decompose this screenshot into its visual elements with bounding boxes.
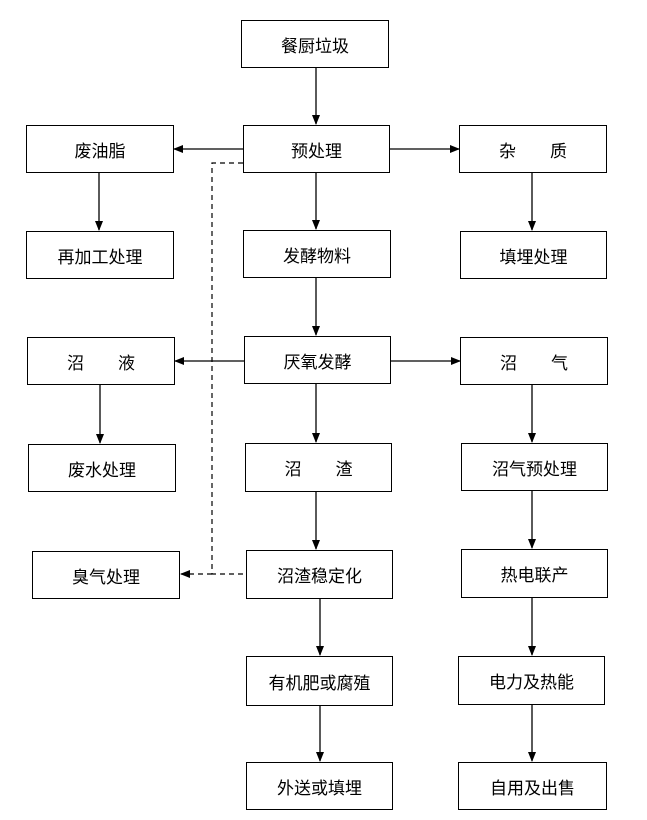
node-digestate: 沼 渣 xyxy=(245,443,392,492)
node-anaerobic-digestion: 厌氧发酵 xyxy=(244,336,391,384)
node-self-use-sale: 自用及出售 xyxy=(458,762,607,810)
node-impurities: 杂 质 xyxy=(459,125,607,173)
node-fertilizer-humus: 有机肥或腐殖 xyxy=(246,656,393,706)
node-landfill-treatment: 填埋处理 xyxy=(460,231,607,279)
node-biogas: 沼 气 xyxy=(460,337,608,385)
node-fermentation-material: 发酵物料 xyxy=(243,230,391,278)
node-chp: 热电联产 xyxy=(461,549,608,598)
node-biogas-pretreatment: 沼气预处理 xyxy=(461,443,608,491)
node-reprocessing: 再加工处理 xyxy=(26,231,174,279)
node-kitchen-waste: 餐厨垃圾 xyxy=(241,20,389,68)
node-export-landfill: 外送或填埋 xyxy=(246,762,393,810)
node-odor-treatment: 臭气处理 xyxy=(32,551,180,599)
node-wastewater-treatment: 废水处理 xyxy=(28,444,176,492)
dashed-odor-path xyxy=(211,162,246,575)
node-power-heat: 电力及热能 xyxy=(458,656,605,705)
node-pretreatment: 预处理 xyxy=(243,125,390,173)
node-digestate-stabilization: 沼渣稳定化 xyxy=(246,550,393,599)
node-biogas-slurry: 沼 液 xyxy=(27,337,175,385)
node-waste-grease: 废油脂 xyxy=(26,125,174,173)
